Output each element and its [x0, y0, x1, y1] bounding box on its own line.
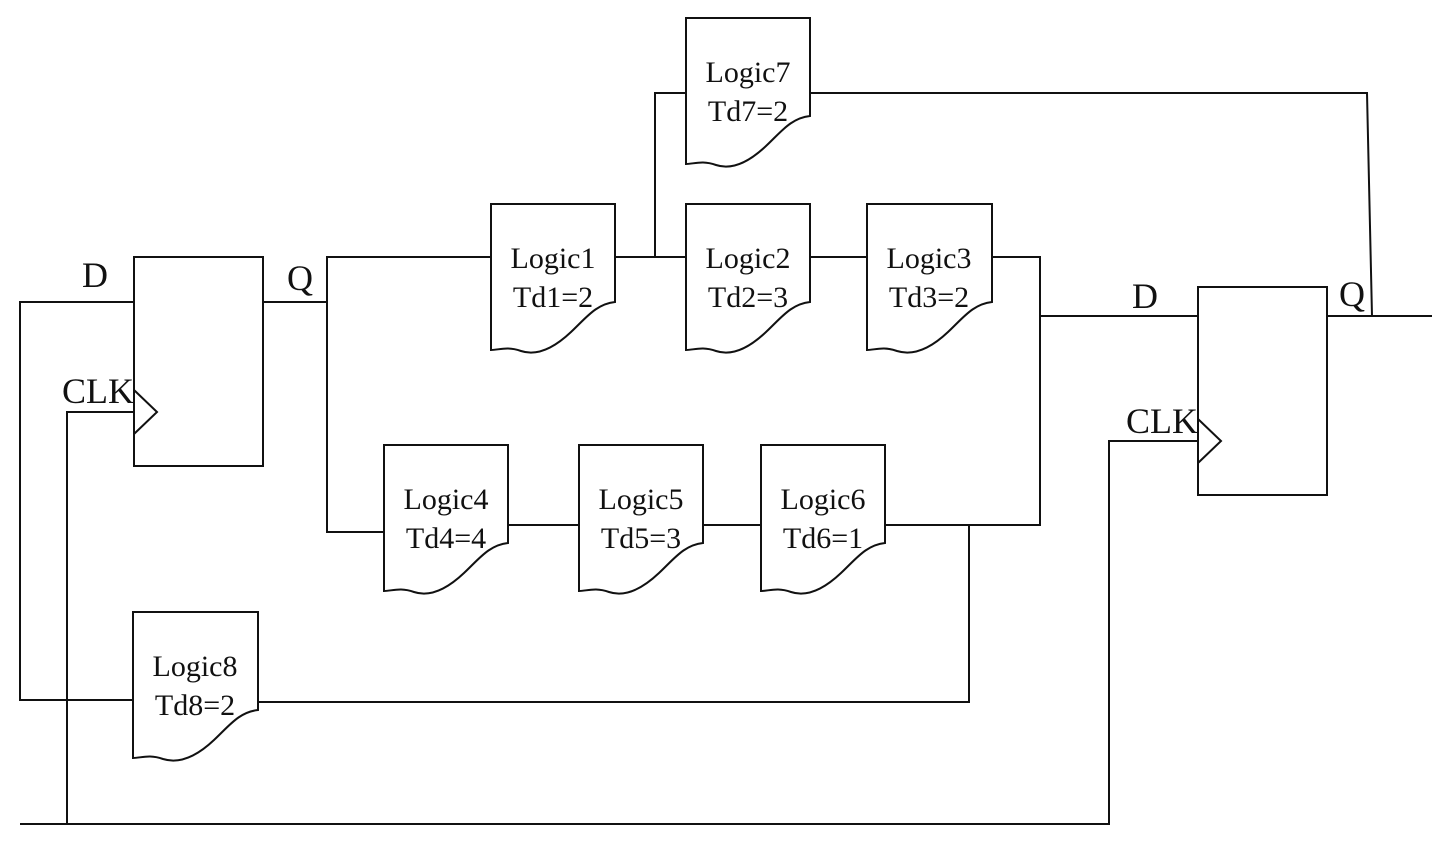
- wire-ff1-q-to-logic1: [263, 256, 491, 303]
- flipflop-2-body: [1197, 286, 1328, 496]
- logic-block-5: Logic5 Td5=3: [578, 444, 704, 595]
- logic-block-3-name: Logic3: [887, 242, 972, 275]
- flipflop-1-q-label: Q: [287, 258, 313, 298]
- logic-block-8-delay: Td8=2: [155, 689, 235, 722]
- logic-block-8: Logic8 Td8=2: [132, 611, 259, 762]
- logic-block-7-delay: Td7=2: [708, 95, 788, 128]
- wire-branch-to-logic7: [654, 92, 686, 257]
- wires: [19, 92, 1432, 825]
- logic-block-4-shape: [383, 444, 509, 595]
- logic-block-2-delay: Td2=3: [708, 281, 788, 314]
- logic-block-6-delay: Td6=1: [783, 522, 863, 555]
- logic-block-6-name: Logic6: [781, 483, 866, 516]
- logic-block-7-name: Logic7: [706, 56, 791, 89]
- logic-block-1: Logic1 Td1=2: [490, 203, 616, 354]
- logic-block-1-delay: Td1=2: [513, 281, 593, 314]
- wire-logic8-to-ff1-d: [19, 301, 134, 701]
- logic-block-5-name: Logic5: [599, 483, 684, 516]
- logic-block-2-shape: [685, 203, 811, 354]
- flipflop-2-q-label: Q: [1339, 274, 1365, 314]
- logic-block-4-name: Logic4: [404, 483, 489, 516]
- flipflop-2-clock-triangle: [1197, 418, 1223, 464]
- logic-block-2: Logic2 Td2=3: [685, 203, 811, 354]
- logic-block-5-shape: [578, 444, 704, 595]
- flipflop-1-clk-label: CLK: [62, 371, 134, 411]
- wire-ff1-q-to-logic4: [326, 302, 384, 533]
- logic-block-3-shape: [866, 203, 993, 354]
- logic-block-6: Logic6 Td6=1: [760, 444, 886, 595]
- wire-clk-main: [20, 440, 1198, 825]
- logic-block-7: Logic7 Td7=2: [685, 17, 811, 168]
- logic-block-5-delay: Td5=3: [601, 522, 681, 555]
- flipflop-1-d-label: D: [82, 255, 108, 295]
- flipflop-2-d-label: D: [1132, 276, 1158, 316]
- logic-block-8-name: Logic8: [153, 650, 238, 683]
- wire-clk-ff1: [66, 411, 134, 824]
- logic-block-4-delay: Td4=4: [406, 522, 486, 555]
- flipflop-1-body: [133, 256, 264, 467]
- wire-logic6-to-logic8: [258, 525, 970, 703]
- flipflop-2-clk-label: CLK: [1126, 401, 1198, 441]
- logic-block-3-delay: Td3=2: [889, 281, 969, 314]
- flipflop-2: D Q CLK: [1126, 274, 1365, 496]
- logic-block-6-shape: [760, 444, 886, 595]
- logic-block-8-shape: [132, 611, 259, 762]
- flipflop-1: D Q CLK: [62, 255, 313, 467]
- wire-logic7-to-ff2-q: [810, 92, 1373, 317]
- logic-block-3: Logic3 Td3=2: [866, 203, 993, 354]
- wire-logic3-to-ff2-d: [992, 256, 1198, 317]
- logic-block-2-name: Logic2: [706, 242, 791, 275]
- logic-block-1-name: Logic1: [511, 242, 596, 275]
- flipflop-1-clock-triangle: [133, 389, 159, 435]
- logic-block-1-shape: [490, 203, 616, 354]
- logic-block-4: Logic4 Td4=4: [383, 444, 509, 595]
- logic-block-7-shape: [685, 17, 811, 168]
- wire-logic6-to-merge: [885, 316, 1041, 526]
